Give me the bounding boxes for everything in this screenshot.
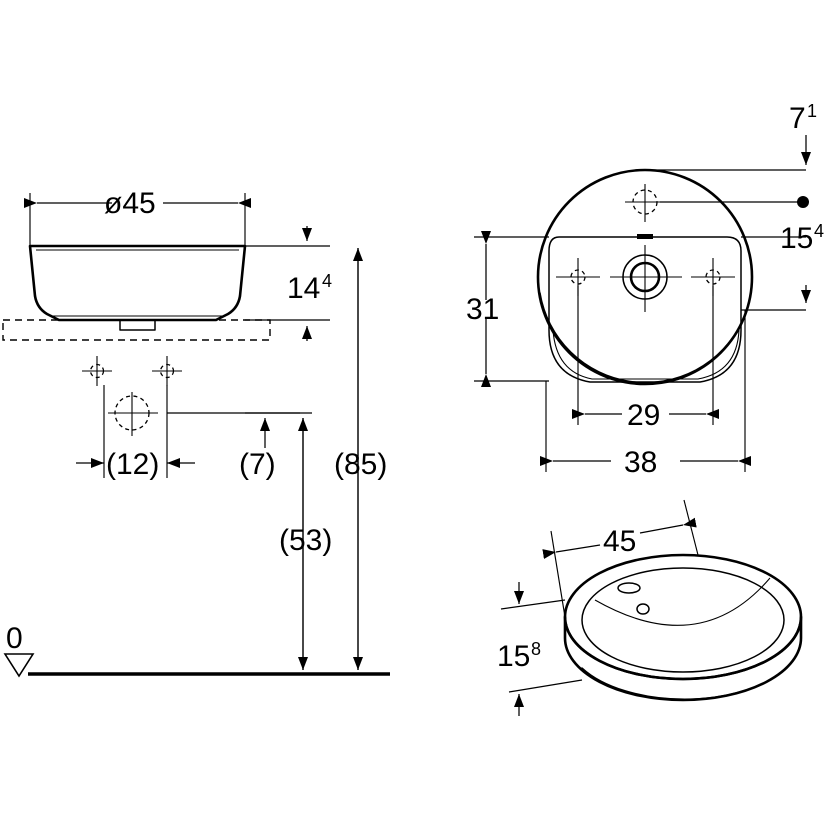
- perspective-view: 45 15 8: [497, 499, 803, 716]
- tap-hole-plan: [625, 184, 665, 222]
- dim-label-12: (12): [106, 448, 159, 481]
- front-elevation-view: ø45: [2, 187, 390, 678]
- dim-label-14-sup: 4: [322, 271, 332, 291]
- basin-3d-bowl-shade: [594, 577, 771, 626]
- waste-outlet-plan: [610, 245, 682, 312]
- overflow-slot: [637, 234, 653, 239]
- overflow-center-mark: [152, 356, 182, 386]
- dimension-15-8-perspective: 15 8: [497, 582, 583, 716]
- dim-label-diameter: ø45: [104, 187, 156, 220]
- dim-label-7-top: 7: [789, 102, 806, 135]
- dimension-31: 31: [466, 231, 549, 387]
- basin-foot-block: [119, 319, 156, 331]
- tap-hole-leader: [660, 196, 809, 208]
- basin-3d-underside: [581, 667, 788, 701]
- basin-3d-body: [563, 615, 803, 702]
- dim-label-7: (7): [239, 448, 276, 481]
- dimension-53: (53): [245, 412, 332, 670]
- basin-inner-bowl: [548, 236, 742, 383]
- basin-3d-tap-hole: [617, 582, 641, 594]
- dimension-7: (7): [167, 412, 300, 481]
- basin-3d-inner-rim: [581, 567, 785, 673]
- dimension-7-1: 7 1: [645, 101, 817, 171]
- dimension-85: (85): [334, 248, 387, 670]
- dimension-12: (12): [76, 385, 195, 481]
- top-plan-view: 7 1 15 4 31: [466, 101, 824, 479]
- countertop-hidden-outline: [2, 319, 271, 341]
- dimension-29: 29: [572, 286, 719, 432]
- dim-label-7-top-sup: 1: [807, 101, 817, 121]
- dim-label-85: (85): [334, 448, 387, 481]
- basin-side-profile: [28, 244, 247, 322]
- dimension-45-perspective: 45: [542, 499, 699, 618]
- dimension-14-4: 14 4: [245, 226, 332, 341]
- dim-label-15-perspective-sup: 8: [531, 639, 541, 659]
- basin-bowl-bottom-shade: [552, 329, 740, 380]
- dim-label-31: 31: [466, 293, 499, 326]
- dim-label-53: (53): [279, 524, 332, 557]
- tap-hole-center-mark: [82, 356, 112, 386]
- dim-label-15-plan: 15: [780, 222, 813, 255]
- dimension-38: 38: [540, 310, 751, 479]
- dimension-15-4-plan: 15 4: [741, 221, 824, 311]
- basin-3d-overflow: [636, 603, 650, 615]
- dim-label-45-perspective: 45: [603, 525, 636, 558]
- dim-label-14: 14: [287, 272, 320, 305]
- dim-label-datum-zero: 0: [6, 622, 23, 655]
- dimension-diameter-45: ø45: [24, 187, 251, 250]
- dim-label-38: 38: [624, 446, 657, 479]
- dim-label-29: 29: [627, 399, 660, 432]
- basin-3d-rim: [563, 553, 803, 681]
- dim-label-15-plan-sup: 4: [814, 221, 824, 241]
- dim-label-15-perspective: 15: [497, 640, 530, 673]
- datum-marker-zero: 0: [3, 622, 35, 678]
- waste-outlet-hidden-circle: [108, 392, 158, 436]
